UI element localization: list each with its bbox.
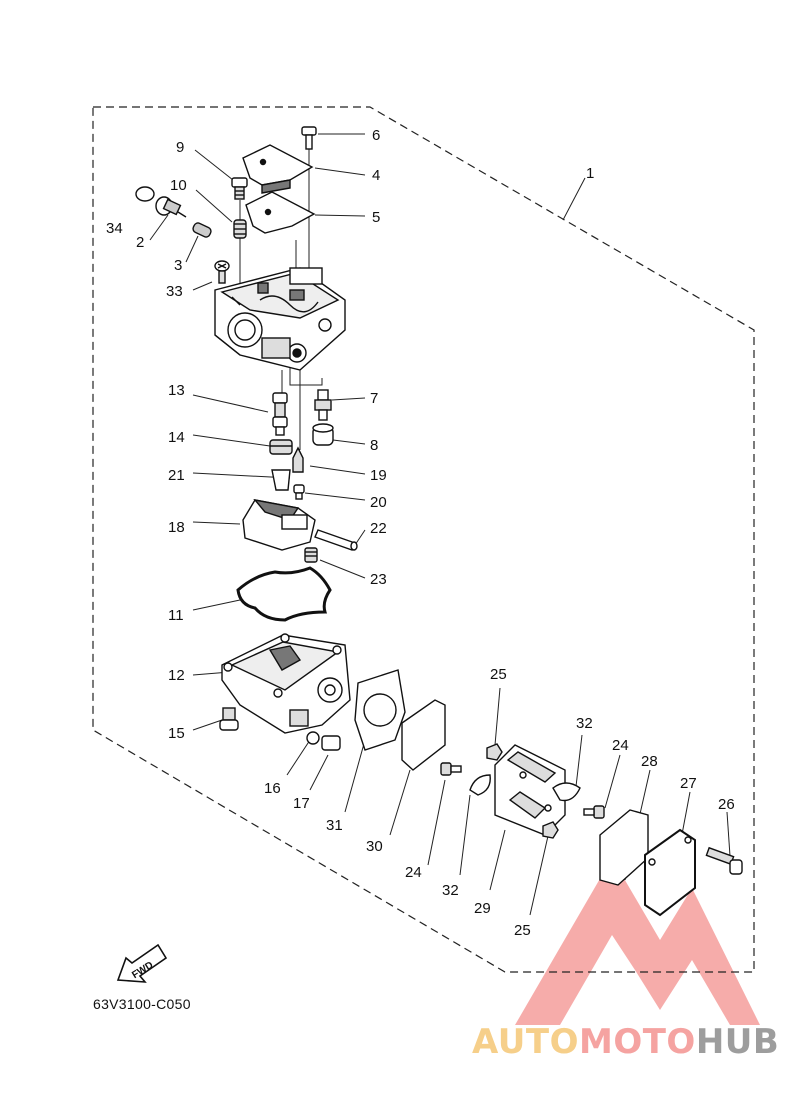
watermark-hub: HUB	[695, 1022, 780, 1062]
label-19: 19	[370, 467, 387, 484]
part-16-washer	[306, 731, 320, 745]
label-24-bottom: 24	[405, 864, 422, 881]
part-25-nut-top	[486, 743, 503, 761]
label-26: 26	[718, 796, 735, 813]
part-20-screw	[293, 484, 305, 500]
part-2-pilot-screw	[155, 196, 187, 218]
label-14: 14	[168, 429, 185, 446]
part-24-nipple-left	[440, 762, 462, 776]
label-25-top: 25	[490, 666, 507, 683]
part-34-cap	[135, 186, 155, 202]
part-17-drain-screw	[321, 735, 341, 751]
label-31: 31	[326, 817, 343, 834]
label-3: 3	[174, 257, 182, 274]
leader-lines	[149, 133, 731, 916]
part-29-pump-body	[494, 744, 566, 836]
label-11: 11	[168, 607, 184, 624]
label-21: 21	[168, 467, 185, 484]
label-2: 2	[136, 234, 144, 251]
part-12-float-bowl	[221, 633, 351, 734]
label-16: 16	[264, 780, 281, 797]
label-7: 7	[370, 390, 378, 407]
label-23: 23	[370, 571, 387, 588]
watermark-logo	[515, 858, 760, 1025]
label-33: 33	[166, 283, 183, 300]
part-30-diaphragm	[401, 699, 446, 771]
assembly-boundary	[92, 106, 755, 973]
label-27: 27	[680, 775, 697, 792]
part-19-needle-valve	[292, 446, 304, 473]
label-6: 6	[372, 127, 380, 144]
part-22-pin	[314, 529, 358, 551]
part-31-gasket-hole	[363, 693, 397, 727]
carburetor-body	[214, 267, 346, 371]
label-32-bottom: 32	[442, 882, 459, 899]
label-28: 28	[641, 753, 658, 770]
part-15-screw	[219, 707, 239, 731]
watermark-moto: MOTO	[578, 1022, 696, 1062]
part-5-gasket	[245, 191, 316, 234]
label-22: 22	[370, 520, 387, 537]
part-32-valve-right	[552, 782, 581, 802]
label-20: 20	[370, 494, 387, 511]
label-17: 17	[293, 795, 310, 812]
label-32-top: 32	[576, 715, 593, 732]
part-26-screw	[705, 846, 743, 875]
part-24-nipple-right	[583, 805, 605, 819]
label-12: 12	[168, 667, 185, 684]
diagram-code: 63V3100-C050	[93, 996, 191, 1012]
watermark-text: AUTOMOTOHUB	[472, 1022, 779, 1062]
label-5: 5	[372, 209, 380, 226]
label-8: 8	[370, 437, 378, 454]
label-4: 4	[372, 167, 380, 184]
label-24-top: 24	[612, 737, 629, 754]
label-30: 30	[366, 838, 383, 855]
fwd-arrow-icon	[116, 943, 168, 983]
label-18: 18	[168, 519, 185, 536]
part-23-screw	[304, 547, 318, 563]
part-14-jet	[269, 439, 293, 455]
part-28-gasket	[599, 809, 649, 886]
watermark-auto: AUTO	[472, 1022, 579, 1062]
label-10: 10	[170, 177, 187, 194]
part-11-gasket	[236, 566, 332, 622]
part-32-valve-left	[469, 774, 491, 796]
label-9: 9	[176, 139, 184, 156]
label-34: 34	[106, 220, 123, 237]
part-25-nut-bottom	[542, 821, 559, 839]
part-27-cover	[644, 828, 696, 917]
part-33-screw	[214, 260, 230, 284]
part-21-clip	[271, 469, 291, 491]
parts	[116, 126, 743, 983]
part-9-screw	[231, 177, 248, 200]
part-6-screw	[301, 126, 317, 150]
part-4-cover	[242, 144, 314, 194]
part-18-float	[242, 498, 316, 551]
label-1: 1	[586, 165, 594, 182]
part-13-nozzle	[272, 392, 288, 436]
part-8-plug	[312, 423, 334, 446]
label-29: 29	[474, 900, 491, 917]
label-13: 13	[168, 382, 185, 399]
label-25-bottom: 25	[514, 922, 531, 939]
part-3-spring	[192, 222, 212, 238]
part-7-pilot-jet	[314, 389, 332, 421]
label-15: 15	[168, 725, 185, 742]
part-10-spring	[233, 219, 247, 239]
